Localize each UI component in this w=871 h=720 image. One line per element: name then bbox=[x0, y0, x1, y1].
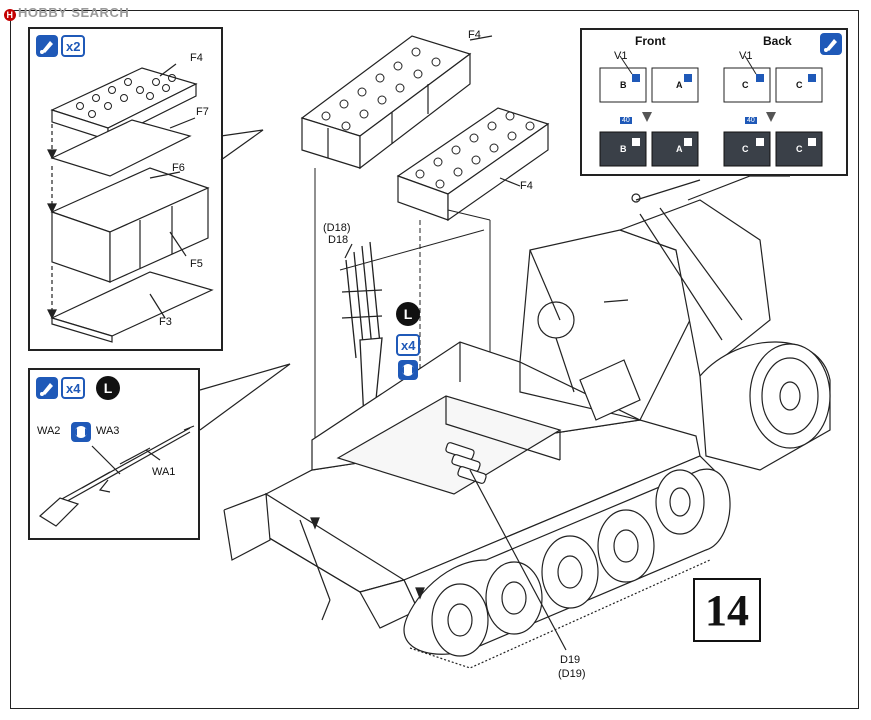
label-d19: D19 bbox=[560, 654, 581, 666]
hobby-search-logo-icon: H bbox=[4, 9, 16, 21]
glue-icon bbox=[36, 35, 58, 57]
page-frame bbox=[10, 10, 859, 709]
label-f6: F6 bbox=[172, 162, 185, 174]
watermark-text: HOBBY SEARCH bbox=[18, 5, 130, 20]
panel-a-dark: A bbox=[676, 144, 683, 154]
rifle-rack bbox=[341, 241, 383, 421]
label-f4-top: F4 bbox=[190, 52, 203, 64]
f4-lid-holes bbox=[76, 74, 176, 118]
label-v1-front: V1 bbox=[614, 50, 628, 62]
main-lid-right bbox=[396, 107, 550, 222]
box-bottom-left bbox=[28, 368, 200, 540]
label-wa1: WA1 bbox=[152, 466, 176, 478]
glue-icon bbox=[36, 377, 58, 399]
main-lid-left bbox=[300, 35, 472, 170]
label-d19-paren: (D19) bbox=[558, 668, 586, 680]
flip-part-icon bbox=[398, 360, 418, 380]
label-f7: F7 bbox=[196, 106, 209, 118]
f7-plate bbox=[50, 119, 192, 177]
box-top-left bbox=[28, 27, 223, 351]
quantity-badge: x2 bbox=[61, 35, 86, 57]
panel-a-top: A bbox=[676, 80, 683, 90]
label-wa3: WA3 bbox=[96, 425, 120, 437]
panel-c-dark-2: C bbox=[796, 144, 803, 154]
back-label: Back bbox=[763, 34, 792, 48]
left-hand-badge: L bbox=[96, 376, 120, 400]
label-v1-back: V1 bbox=[739, 50, 753, 62]
paint-tag-back: 40 bbox=[745, 117, 757, 124]
main-lid-left-holes bbox=[321, 47, 441, 131]
label-f4-main-right: F4 bbox=[520, 180, 533, 192]
paint-tag-front: 40 bbox=[620, 117, 632, 124]
glue-icon bbox=[820, 33, 842, 55]
panel-c-dark-1: C bbox=[742, 144, 749, 154]
f3-base bbox=[50, 271, 214, 343]
label-f4-main-left: F4 bbox=[468, 29, 481, 41]
main-lid-right-holes bbox=[415, 111, 535, 189]
left-hand-badge: L bbox=[396, 302, 420, 326]
quantity-badge: x4 bbox=[61, 377, 86, 399]
f6-f5-box bbox=[50, 167, 210, 283]
label-wa2: WA2 bbox=[37, 425, 61, 437]
panel-b-top: B bbox=[620, 80, 627, 90]
label-f3: F3 bbox=[159, 316, 172, 328]
label-d18-paren: (D18) bbox=[323, 222, 351, 234]
step-number: 14 bbox=[693, 578, 761, 642]
label-d18: D18 bbox=[328, 234, 349, 246]
front-view-top bbox=[599, 67, 823, 103]
panel-c-top-1: C bbox=[742, 80, 749, 90]
panel-b-dark: B bbox=[620, 144, 627, 154]
rifle-detail bbox=[39, 425, 195, 527]
box-top-right bbox=[580, 28, 848, 176]
quantity-badge: x4 bbox=[396, 334, 421, 356]
track-assembly bbox=[403, 468, 731, 669]
flip-part-icon bbox=[71, 422, 91, 442]
dark-panels bbox=[599, 131, 823, 167]
panel-c-top-2: C bbox=[796, 80, 803, 90]
front-label: Front bbox=[635, 34, 666, 48]
label-f5: F5 bbox=[190, 258, 203, 270]
decal-flags bbox=[632, 74, 816, 146]
